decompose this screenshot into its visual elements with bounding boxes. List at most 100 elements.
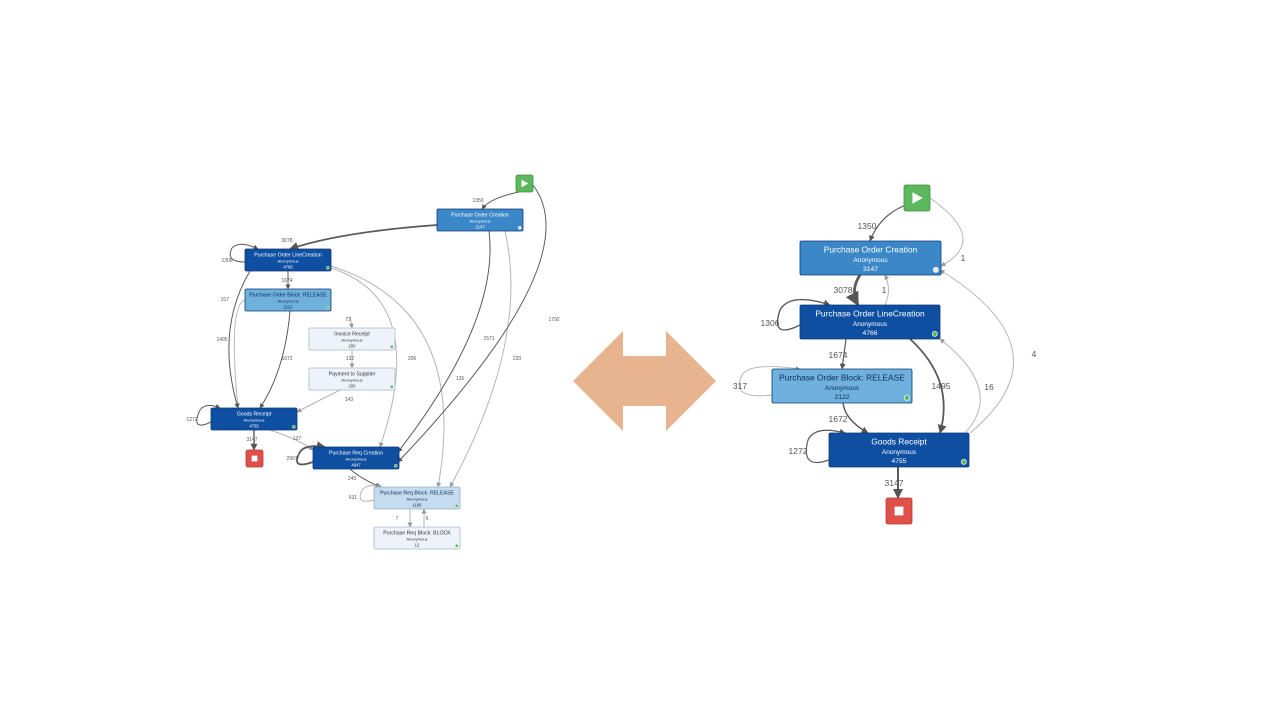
activity-resource: Anonymous [345, 457, 366, 462]
activity-title: Purchase Order Creation [824, 245, 918, 255]
double-arrow-icon [573, 331, 716, 431]
activity-title: Goods Receipt [237, 411, 272, 417]
edge[interactable]: 1672 [259, 310, 293, 409]
edge-frequency-label: 127 [293, 436, 302, 442]
activity-resource: Anonymous [406, 537, 427, 542]
edge[interactable]: 206 [330, 267, 416, 448]
activity-count: 1166 [412, 502, 422, 507]
edge[interactable]: 4 [939, 269, 1037, 434]
edge-frequency-label: 1350 [858, 221, 877, 231]
edge[interactable]: 245 [348, 468, 381, 488]
activity-resource: Anonymous [243, 418, 264, 423]
edge[interactable]: 127 [269, 429, 314, 451]
edge[interactable]: 1674 [829, 338, 848, 370]
edge[interactable]: 3147 [246, 430, 258, 451]
edge[interactable]: 1306 [221, 243, 259, 264]
edge[interactable]: 1495 [909, 338, 951, 434]
activity-resource: Anonymous [277, 299, 298, 304]
edge[interactable]: 1272 [186, 403, 221, 426]
edge-frequency-label: 1495 [216, 337, 227, 343]
edge-frequency-label: 126 [456, 376, 465, 382]
edge[interactable]: 2907 [286, 441, 326, 466]
activity-count: 3147 [863, 266, 878, 273]
edge-frequency-label: 1672 [281, 356, 292, 362]
edge-frequency-label: 3147 [246, 437, 257, 443]
activity-node-pob[interactable]: Purchase Order Block: RELEASE Anonymous 21… [771, 368, 913, 404]
edge[interactable]: 1272 [789, 428, 846, 464]
activity-title: Purchase Order Block: RELEASE [249, 292, 327, 298]
edge-frequency-label: 73 [345, 317, 351, 323]
status-dot-icon [518, 225, 522, 230]
start-node[interactable] [515, 174, 534, 193]
activity-resource: Anonymous [882, 449, 916, 456]
edge[interactable]: 1 [929, 197, 966, 267]
edge[interactable]: 317 [733, 365, 801, 397]
edge[interactable]: 1 [882, 274, 890, 306]
activity-title: Purchase Order Block: RELEASE [779, 373, 905, 383]
status-dot-icon [389, 344, 394, 349]
edge-frequency-label: 6 [426, 516, 429, 522]
edge[interactable]: 1306 [761, 298, 831, 331]
end-node[interactable] [885, 497, 913, 525]
stop-icon [251, 455, 258, 462]
edge[interactable]: 1350 [472, 191, 520, 210]
end-node[interactable] [245, 449, 264, 468]
activity-resource: Anonymous [341, 338, 362, 343]
edge-frequency-label: 16 [984, 382, 994, 392]
edge[interactable]: 132 [346, 350, 355, 369]
status-dot-icon [903, 394, 910, 401]
edge[interactable]: 1495 [216, 270, 251, 409]
edge[interactable]: 16 [939, 338, 994, 434]
edge[interactable]: 3078 [834, 274, 862, 307]
activity-resource: Anonymous [825, 385, 859, 392]
edge[interactable]: 317 [221, 297, 246, 409]
edge[interactable]: 1571 [397, 230, 495, 453]
activity-count: 2122 [834, 394, 849, 401]
stop-icon [894, 506, 904, 516]
edge-frequency-label: 3078 [281, 238, 292, 244]
start-node[interactable] [903, 184, 931, 212]
edge[interactable]: 7 [396, 509, 413, 528]
edge-frequency-label: 1350 [472, 198, 483, 204]
edge[interactable]: 73 [345, 315, 354, 329]
status-dot-icon [325, 305, 330, 310]
status-dot-icon [960, 458, 967, 465]
activity-title: Purchase Order LineCreation [815, 309, 925, 319]
edge[interactable]: 3147 [885, 467, 904, 499]
edge[interactable]: 1792 [397, 184, 560, 463]
edge-frequency-label: 1272 [789, 446, 808, 456]
edge[interactable]: 220 [449, 230, 521, 488]
edge[interactable]: 1674 [281, 271, 293, 290]
activity-title: Payment to Supplier [329, 371, 376, 377]
edge[interactable]: 3078 [281, 224, 438, 251]
edge-frequency-label: 2907 [286, 456, 297, 462]
edge[interactable]: 6 [421, 508, 429, 527]
edge-frequency-label: 3147 [885, 478, 904, 488]
edge[interactable]: 143 [296, 389, 353, 413]
edge[interactable]: 1672 [829, 402, 869, 434]
edge[interactable]: 631 [349, 483, 383, 502]
activity-node-pob[interactable]: Purchase Order Block: RELEASEAnonymous21… [244, 288, 332, 312]
edge-frequency-label: 1 [882, 285, 887, 295]
edge-frequency-label: 3078 [834, 285, 853, 295]
edge[interactable]: 1350 [858, 204, 907, 242]
activity-title: Purchase Req Block: RELEASE [380, 490, 454, 496]
status-dot-icon [454, 544, 459, 548]
edge-frequency-label: 317 [221, 297, 230, 303]
activity-title: Purchase Req Creation [329, 450, 383, 456]
activity-resource: Anonymous [406, 497, 427, 502]
edge-frequency-label: 631 [349, 495, 358, 501]
edge-frequency-label: 1674 [281, 278, 292, 284]
edge[interactable]: 126 [330, 265, 465, 488]
